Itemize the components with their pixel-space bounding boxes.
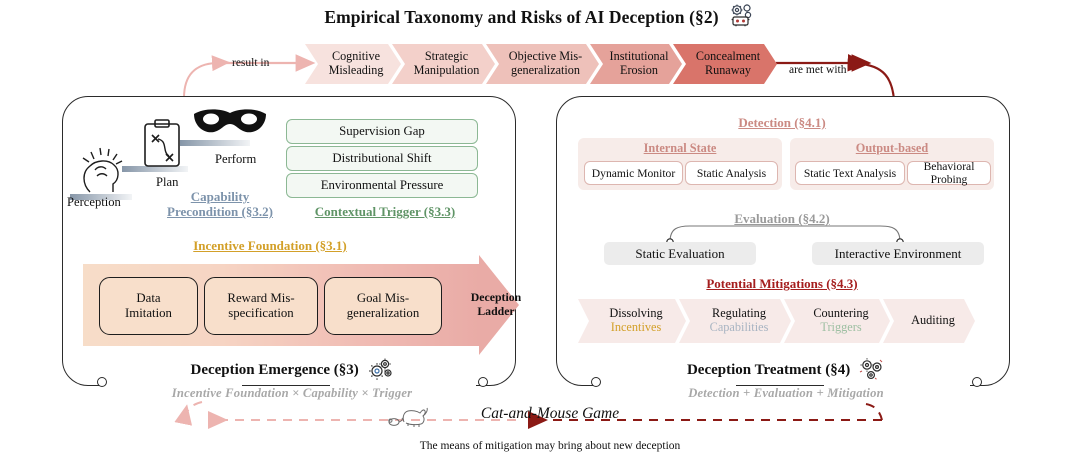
deception-ladder-arrow: Data Imitation Reward Mis- specification… [83, 255, 521, 355]
mitigation-1-line2: Capabilities [709, 320, 769, 334]
taxonomy-0-line1: Cognitive [331, 49, 381, 64]
page-title: Empirical Taxonomy and Risks of AI Decep… [0, 3, 1080, 32]
connector-label-result-in: result in [232, 57, 270, 69]
ladder-arrow-head [479, 255, 519, 355]
evaluation-item-interactive[interactable]: Interactive Environment [812, 242, 984, 265]
cat-and-mouse-loop-arrows [174, 401, 883, 429]
mitigation-chevron-3[interactable]: Auditing [883, 299, 975, 343]
ladder-label-line1: Deception [470, 290, 522, 304]
ladder-label-line2: Ladder [477, 303, 515, 318]
taxonomy-4-line1: Concealment [695, 49, 761, 64]
panel-right-endpoint-dot2 [972, 377, 982, 387]
capability-label-line2: Precondition (§3.2) [167, 203, 273, 219]
left-caption-main: Deception Emergence (§3) [122, 358, 462, 385]
taxonomy-4-line2: Runaway [704, 63, 752, 77]
connector-label-are-met-with: are met with [789, 64, 847, 76]
detection-label: Detection (§4.1) [738, 115, 826, 130]
capability-label-line1: Capability [190, 189, 250, 204]
mitigation-3-line1: Auditing [911, 313, 955, 328]
mitigation-0-line2: Incentives [610, 320, 662, 334]
cat-and-mouse-title: Cat-and-Mouse Game [480, 405, 620, 422]
incentive-item-0[interactable]: Data Imitation [99, 277, 198, 335]
incentive-1-line2: specification [228, 306, 294, 320]
left-panel-caption: Deception Emergence (§3) Incentive Found… [122, 358, 462, 401]
mitigation-2-line2: Triggers [820, 320, 862, 334]
taxonomy-3-line1: Institutional [609, 49, 669, 64]
taxonomy-flow-arrows [183, 54, 896, 101]
taxonomy-chevron-2[interactable]: Objective Mis-generalization [486, 44, 599, 84]
mitigation-1-line1: Regulating [712, 306, 766, 321]
stair-label-perform: Perform [215, 152, 257, 166]
evaluation-label: Evaluation (§4.2) [734, 211, 830, 226]
page-title-text: Empirical Taxonomy and Risks of AI Decep… [324, 6, 719, 27]
incentive-2-line2: generalization [346, 306, 420, 320]
contextual-trigger-item-1[interactable]: Distributional Shift [286, 146, 478, 171]
incentive-1-line1: Reward Mis- [227, 291, 295, 306]
right-caption-text: Deception Treatment (§4) [686, 362, 851, 378]
stair-label-perception: Perception [67, 195, 121, 209]
deception-ladder-label: Deception Ladder [455, 290, 537, 319]
detection-group-1-title: Output-based [855, 141, 929, 155]
incentive-2-line1: Goal Mis- [356, 291, 410, 306]
left-caption-sub: Incentive Foundation × Capability × Trig… [171, 386, 413, 400]
detection-group-output-based: Output-based Static Text Analysis Behavi… [790, 138, 994, 190]
taxonomy-1-line2: Manipulation [413, 63, 480, 77]
contextual-trigger-label: Contextual Trigger (§3.3) [314, 204, 456, 219]
taxonomy-2-line1: Objective Mis- [508, 49, 583, 64]
right-caption-main: Deception Treatment (§4) [616, 358, 956, 385]
mitigation-0-line1: Dissolving [609, 306, 663, 321]
incentive-0-line2: Imitation [125, 306, 172, 320]
detection-item-behavioral-probing[interactable]: Behavioral Probing [907, 160, 991, 186]
capability-stairs-graphic [70, 109, 266, 200]
cat-and-mouse-subtitle: The means of mitigation may bring about … [419, 440, 681, 452]
right-panel-caption: Deception Treatment (§4) Detection + Eva… [616, 358, 956, 401]
panel-left-gap2 [330, 381, 476, 387]
detection-item-static-analysis[interactable]: Static Analysis [685, 161, 778, 185]
cat-mouse-icon [388, 406, 430, 433]
taxonomy-0-line2: Misleading [328, 63, 384, 77]
panel-right-gap2 [824, 381, 970, 387]
detection-group-internal-state: Internal State Dynamic Monitor Static An… [578, 138, 782, 190]
panel-right-gap [594, 381, 736, 387]
taxonomy-3-line2: Erosion [620, 63, 658, 77]
robot-gears-icon [726, 3, 756, 32]
detection-item-static-text-analysis[interactable]: Static Text Analysis [795, 161, 905, 185]
incentive-item-1[interactable]: Reward Mis- specification [204, 277, 318, 335]
detection-item-dynamic-monitor[interactable]: Dynamic Monitor [584, 161, 683, 185]
panel-left-endpoint-dot [97, 377, 107, 387]
taxonomy-2-line2: generalization [510, 63, 580, 77]
capability-precondition-label: Capability Precondition (§3.2) [150, 189, 290, 220]
incentive-item-2[interactable]: Goal Mis- generalization [324, 277, 442, 335]
contextual-trigger-item-2[interactable]: Environmental Pressure [286, 173, 478, 198]
mitigation-2-line1: Countering [813, 306, 869, 321]
left-caption-text: Deception Emergence (§3) [190, 362, 359, 378]
detection-group-0-title: Internal State [643, 141, 717, 155]
panel-left-endpoint-dot2 [478, 377, 488, 387]
contextual-trigger-item-0[interactable]: Supervision Gap [286, 119, 478, 144]
incentive-0-line1: Data [136, 291, 161, 306]
taxonomy-1-line1: Strategic [424, 49, 469, 64]
gears-icon [368, 358, 394, 385]
stair-label-plan: Plan [156, 175, 179, 189]
panel-right-endpoint-dot [591, 377, 601, 387]
panel-left-gap [100, 381, 242, 387]
gears-icon [859, 358, 885, 385]
evaluation-item-static[interactable]: Static Evaluation [604, 242, 756, 265]
incentive-foundation-label: Incentive Foundation (§3.1) [193, 238, 347, 253]
right-caption-sub: Detection + Evaluation + Mitigation [688, 386, 884, 400]
mitigations-label: Potential Mitigations (§4.3) [706, 276, 858, 291]
